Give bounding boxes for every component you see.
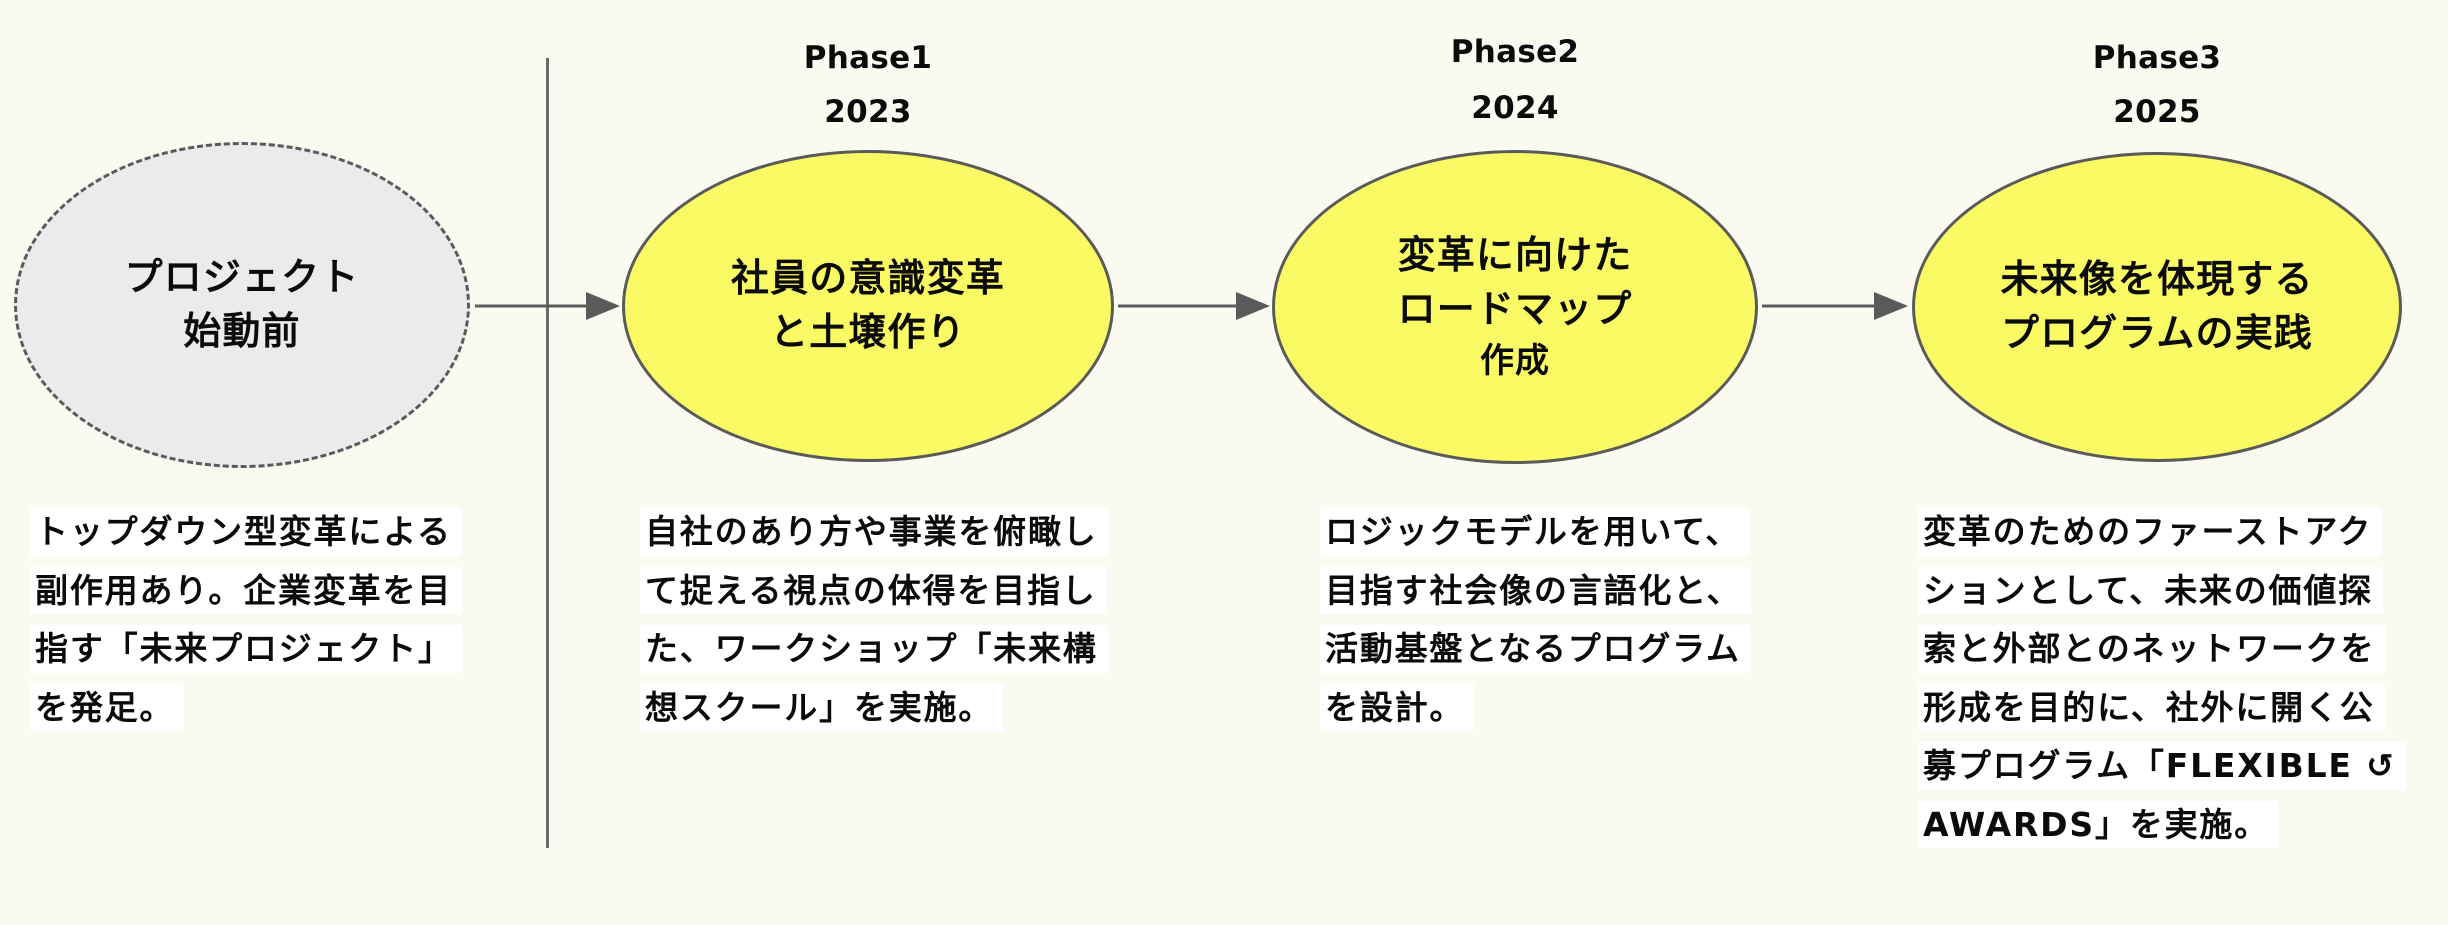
arrow-phase2-to-phase3 (1762, 292, 1908, 320)
description-line: 形成を目的に、社外に開く公 (1918, 683, 2385, 732)
phase-2-title-line: ロードマップ (1397, 286, 1633, 331)
phase-2-year: 2024 (1471, 90, 1559, 126)
phase-1-label: Phase1 (803, 40, 933, 76)
description-line: 索と外部とのネットワークを (1918, 625, 2386, 673)
arrow-pre-to-phase1 (475, 292, 620, 320)
phase-3-title-line: 未来像を体現する (2000, 257, 2314, 302)
description-line: た、ワークショップ「未来構 (640, 625, 1108, 673)
arrow-head-icon (586, 292, 620, 320)
phase-1-title-line: と土壌作り (770, 310, 966, 354)
pre-phase-title-line: 始動前 (183, 309, 301, 353)
description-line: トップダウン型変革による (30, 508, 462, 556)
arrow-head-icon (1236, 292, 1270, 320)
arrow-head-icon (1874, 292, 1908, 320)
description-line: 副作用あり。企業変革を目 (30, 566, 463, 615)
phase-1-title-line: 社員の意識変革 (731, 256, 1005, 301)
phase-2-ellipse: 変革に向けた ロードマップ 作成 (1272, 150, 1758, 464)
description-line: AWARDS」を実施。 (1918, 800, 2280, 849)
description-line: て捉える視点の体得を目指し (640, 566, 1107, 615)
phase-2-title-line: 変革に向けた (1397, 232, 1633, 277)
pre-phase-title-line: プロジェクト (124, 255, 360, 300)
description-line: 目指す社会像の言語化と、 (1320, 566, 1752, 615)
description-line: ロジックモデルを用いて、 (1320, 508, 1751, 556)
description-line: ションとして、未来の価値探 (1918, 566, 2383, 615)
phase-2-title-line: 作成 (1479, 340, 1551, 381)
description-line: 変革のためのファーストアク (1918, 508, 2383, 556)
phase-3-ellipse: 未来像を体現する プログラムの実践 (1912, 152, 2402, 462)
arrow-phase1-to-phase2 (1118, 292, 1270, 320)
phase-1-ellipse: 社員の意識変革 と土壌作り (622, 150, 1114, 462)
description-line: 指す「未来プロジェクト」 (30, 625, 463, 673)
phase-3-description: 変革のためのファーストアク ションとして、未来の価値探 索と外部とのネットワーク… (1918, 508, 2406, 859)
phase-1-description: 自社のあり方や事業を俯瞰し て捉える視点の体得を目指し た、ワークショップ「未来… (640, 508, 1108, 742)
phase-3-title-line: プログラムの実践 (2001, 311, 2313, 355)
description-line: を設計。 (1320, 683, 1475, 732)
phase-1-year: 2023 (824, 94, 912, 130)
description-line: 活動基盤となるプログラム (1320, 625, 1751, 673)
phase-2-label: Phase2 (1450, 34, 1580, 70)
description-line: 自社のあり方や事業を俯瞰し (640, 508, 1108, 556)
phase-3-label: Phase3 (2092, 40, 2222, 76)
description-line: を発足。 (30, 683, 185, 732)
description-line: 募プログラム「FLEXIBLE ↺ (1918, 742, 2406, 790)
phase-2-description: ロジックモデルを用いて、 目指す社会像の言語化と、 活動基盤となるプログラム を… (1320, 508, 1752, 742)
pre-phase-ellipse: プロジェクト 始動前 (14, 142, 470, 468)
pre-phase-divider-line (546, 58, 549, 848)
phase-3-year: 2025 (2113, 94, 2201, 130)
pre-phase-description: トップダウン型変革による 副作用あり。企業変革を目 指す「未来プロジェクト」 を… (30, 508, 463, 742)
description-line: 想スクール」を実施。 (640, 683, 1004, 732)
